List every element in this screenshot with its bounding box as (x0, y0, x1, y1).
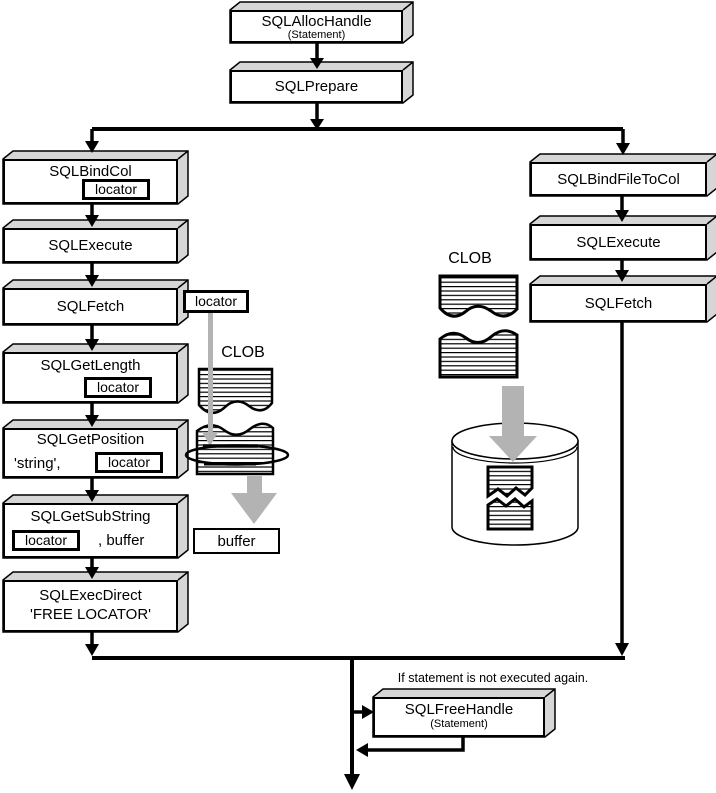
buffer-arg: , buffer (98, 532, 145, 549)
locator-reference-line (202, 312, 218, 446)
box-label: SQLGetSubString (30, 508, 151, 525)
box-sqlgetlength: SQLGetLength locator (3, 352, 178, 403)
box-sqlprepare: SQLPrepare (230, 70, 403, 103)
locator-tag: locator (95, 452, 163, 473)
flow-connectors (85, 43, 630, 790)
box-sqlgetposition: SQLGetPosition 'string', locator (3, 428, 178, 478)
box-sqlexecute-right: SQLExecute (530, 224, 707, 260)
substring-to-buffer-arrow (231, 476, 277, 524)
box-label: SQLFreeHandle (404, 701, 514, 718)
string-position-marker (184, 444, 290, 466)
buffer-label: buffer (217, 532, 256, 550)
exit-arrowhead (344, 774, 360, 790)
clob-document-left-icon (195, 367, 275, 476)
box-label: SQLFetch (56, 298, 125, 315)
box-sqlexecdirect: SQLExecDirect 'FREE LOCATOR' (3, 580, 178, 632)
box-sqlbindcol: SQLBindCol locator (3, 159, 178, 204)
box-label: SQLPrepare (274, 78, 359, 95)
locator-tag: locator (82, 179, 150, 200)
box-label: SQLExecute (576, 233, 661, 251)
box-label: SQLAllocHandle (261, 13, 372, 30)
box-sqlfetch-right: SQLFetch (530, 284, 707, 322)
box-label: SQLBindFileToCol (557, 170, 680, 188)
stored-clob-bottom (486, 497, 534, 531)
condition-note: If statement is not executed again. (397, 671, 589, 685)
locator-tag: locator (84, 377, 152, 398)
clob-document-right-icon (438, 274, 519, 379)
clob-label-right: CLOB (448, 250, 492, 267)
box-sqlallochandle: SQLAllocHandle (Statement) (230, 10, 403, 43)
box-sublabel: (Statement) (430, 718, 488, 730)
box-sqlgetsubstring: SQLGetSubString locator , buffer (3, 503, 178, 558)
buffer-box: buffer (193, 528, 280, 554)
position-ellipse (184, 444, 290, 466)
clob-to-database-arrow (489, 386, 537, 462)
box-label: SQLFetch (584, 294, 653, 312)
free-locator-arg: 'FREE LOCATOR' (29, 606, 152, 623)
box-label: SQLGetPosition (36, 431, 145, 448)
box-label: SQLGetLength (40, 357, 141, 374)
box-label: SQLExecDirect (39, 587, 142, 604)
box-sqlbindfiletocol: SQLBindFileToCol (530, 162, 707, 196)
box-sqlfetch-left: SQLFetch (3, 288, 178, 325)
fetch-locator-tag: locator (183, 290, 249, 313)
locator-tag: locator (12, 530, 80, 551)
box-label: SQLBindCol (49, 163, 132, 180)
box-sqlfreehandle: SQLFreeHandle (Statement) (373, 697, 545, 737)
box-sqlexecute-left: SQLExecute (3, 228, 178, 263)
stored-clob-top (486, 465, 534, 499)
string-arg: 'string', (14, 455, 61, 472)
clob-label-left: CLOB (221, 344, 265, 361)
box-label: SQLExecute (48, 237, 133, 254)
box-sublabel: (Statement) (287, 29, 346, 41)
clob-torn-piece-right (438, 329, 519, 379)
